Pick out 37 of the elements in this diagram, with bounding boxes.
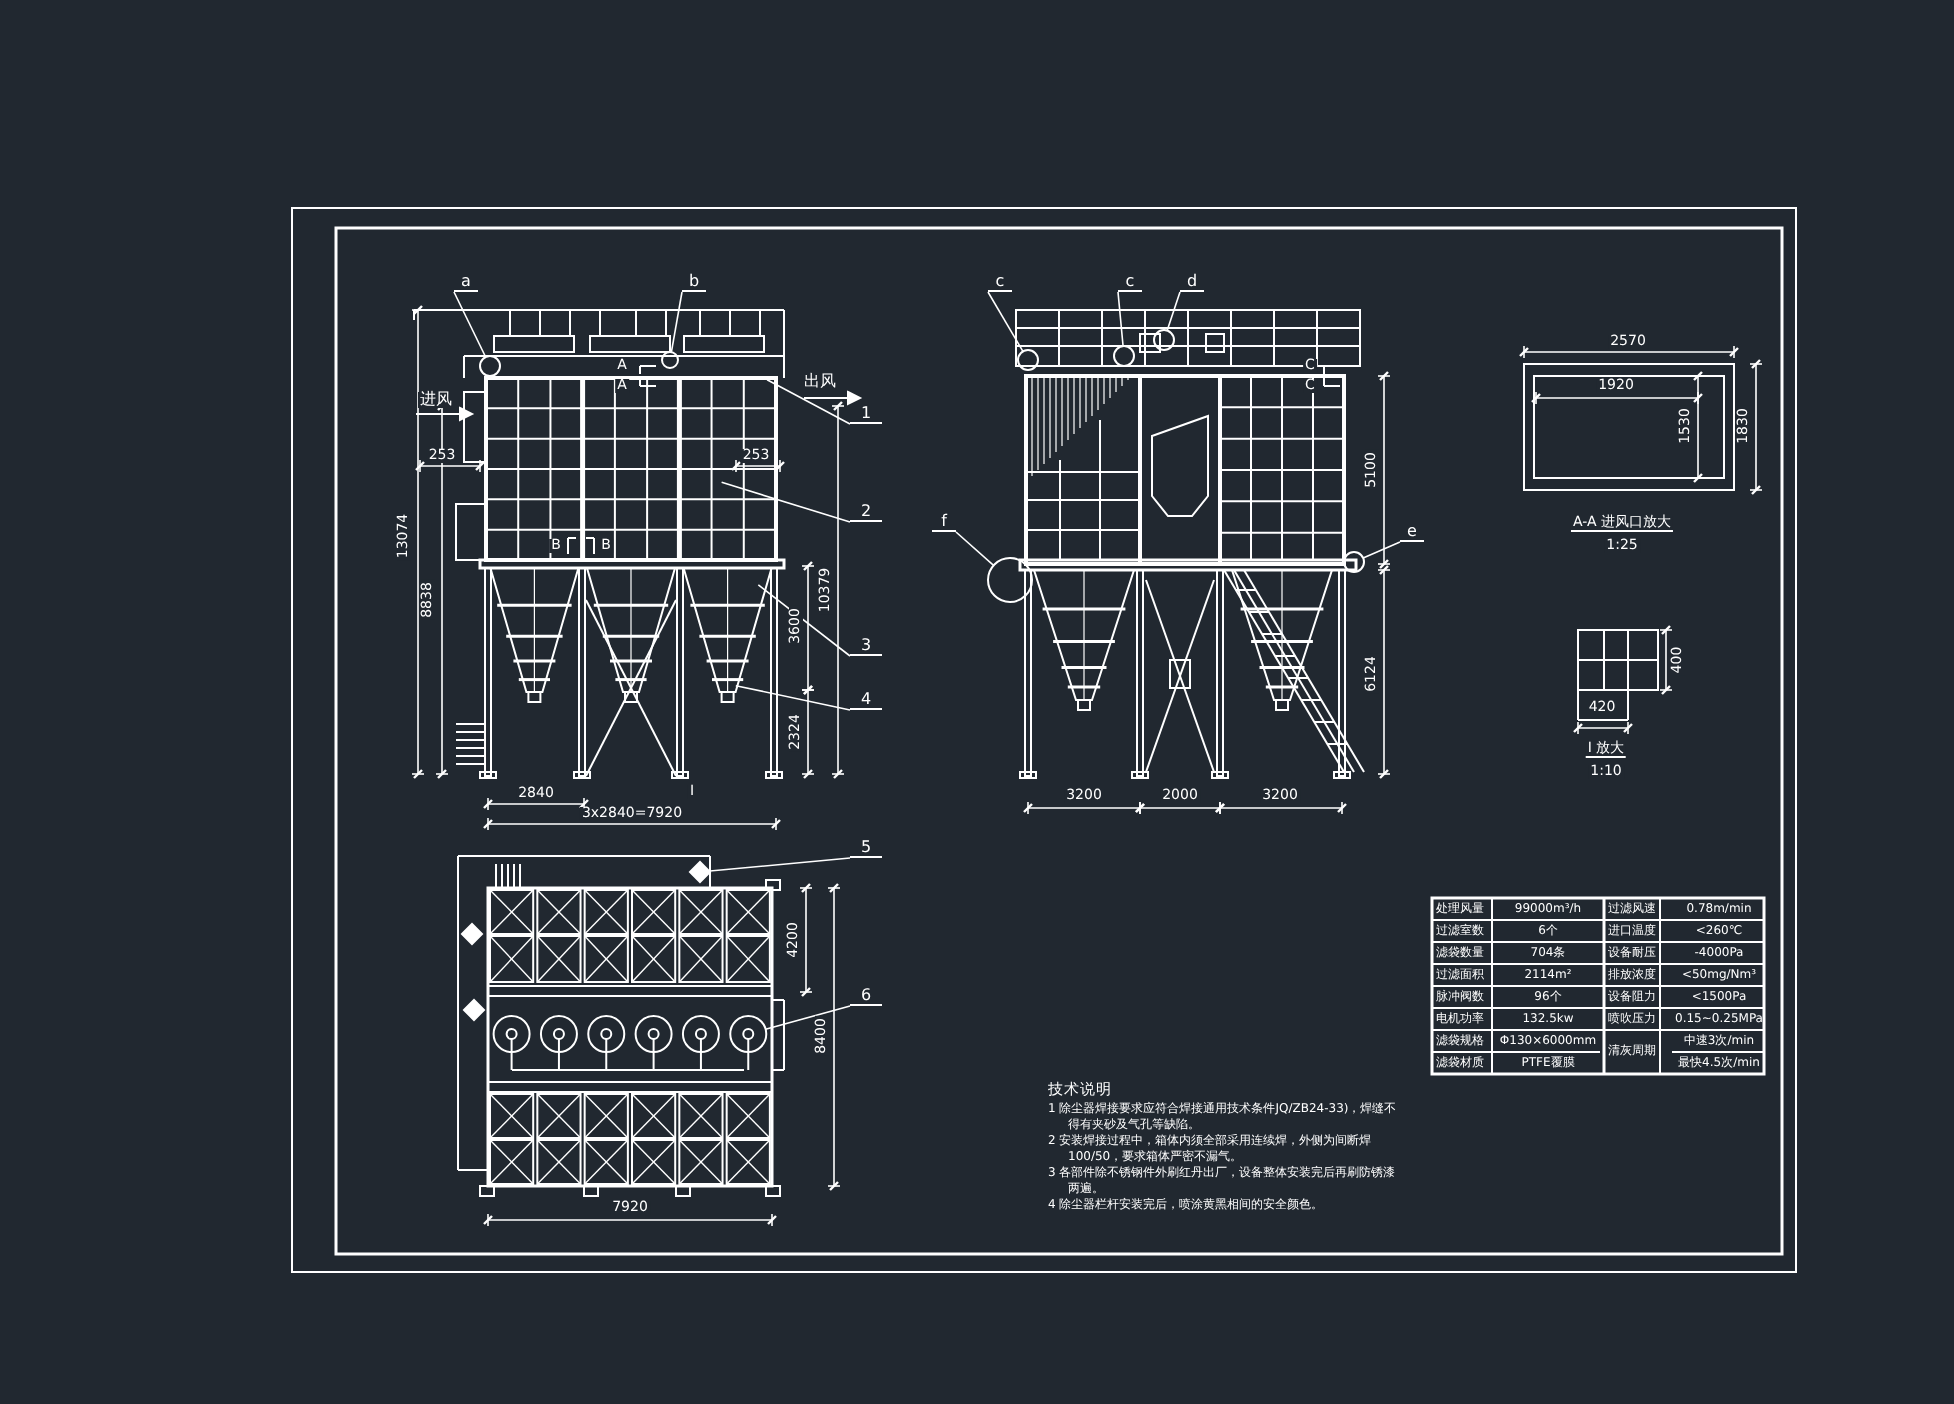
callout-label: 3	[850, 636, 882, 656]
callout-label: e	[1400, 522, 1424, 542]
leader-line	[766, 378, 851, 425]
filter-bag-circle	[729, 1015, 768, 1053]
detail-circle	[1153, 329, 1175, 351]
callout-label: c	[988, 272, 1012, 292]
leader-line	[1117, 291, 1124, 347]
detail-circle	[987, 557, 1033, 603]
leader-line	[1166, 291, 1181, 332]
leader-line	[764, 1005, 851, 1030]
detail-circle	[1017, 349, 1039, 371]
detail-circle	[661, 351, 679, 369]
flow-label: 进风	[418, 392, 454, 408]
leader-line	[709, 857, 851, 872]
leader-line	[735, 684, 851, 711]
detail-circle	[479, 355, 501, 377]
leader-line	[453, 291, 487, 358]
leader-line	[757, 584, 851, 657]
leader-line	[987, 291, 1024, 353]
callout-label: b	[682, 272, 706, 292]
callout-label: 5	[850, 838, 882, 858]
callout-label: 6	[850, 986, 882, 1006]
leader-line	[670, 291, 683, 353]
callout-label: 2	[850, 502, 882, 522]
leader-line	[955, 531, 995, 567]
callout-label: 4	[850, 690, 882, 710]
callout-label: d	[1180, 272, 1204, 292]
leader-line	[720, 481, 851, 523]
leader-line	[1362, 541, 1401, 559]
valve-diamond	[688, 860, 712, 884]
detail-circle	[1113, 345, 1135, 367]
callout-label: 1	[850, 404, 882, 424]
callout-label: f	[932, 512, 956, 532]
flow-label: 出风	[802, 374, 838, 390]
detail-circle	[1343, 551, 1365, 573]
callout-label: c	[1118, 272, 1142, 292]
callout-label: a	[454, 272, 478, 292]
